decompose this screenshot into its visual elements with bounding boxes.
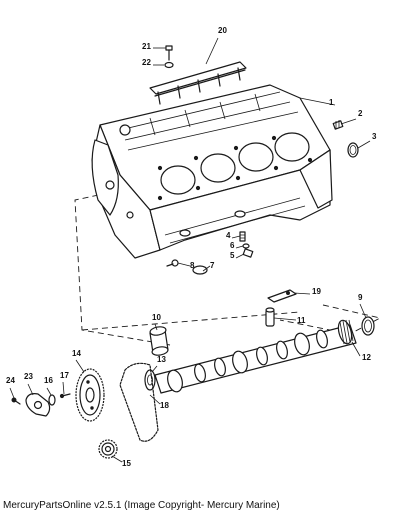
callout-11: 11 bbox=[297, 316, 306, 325]
seal-ring-9 bbox=[361, 316, 375, 336]
callout-2: 2 bbox=[358, 109, 363, 118]
lifter-11 bbox=[265, 307, 275, 327]
thrust-13 bbox=[144, 369, 156, 391]
image-caption: MercuryPartsOnline v2.5.1 (Image Copyrig… bbox=[3, 500, 280, 511]
callout-15: 15 bbox=[122, 459, 131, 468]
washer-22 bbox=[164, 61, 174, 69]
camshaft-12 bbox=[154, 319, 357, 394]
clamp-19 bbox=[267, 289, 297, 303]
callout-4: 4 bbox=[226, 231, 231, 240]
callout-14: 14 bbox=[72, 349, 81, 358]
pin-17 bbox=[59, 393, 71, 399]
callout-24: 24 bbox=[6, 376, 15, 385]
callout-1: 1 bbox=[329, 98, 334, 107]
callout-5: 5 bbox=[230, 251, 235, 260]
callout-6: 6 bbox=[230, 241, 235, 250]
callout-12: 12 bbox=[362, 353, 371, 362]
fitting-5 bbox=[242, 248, 254, 258]
callout-9: 9 bbox=[358, 293, 363, 302]
dowel-8 bbox=[166, 259, 179, 267]
washer-6 bbox=[242, 243, 250, 249]
callout-16: 16 bbox=[44, 376, 53, 385]
cam-bearing-10 bbox=[149, 326, 169, 356]
screw-24 bbox=[11, 397, 21, 405]
callout-22: 22 bbox=[142, 58, 151, 67]
callout-8: 8 bbox=[190, 261, 195, 270]
callout-7: 7 bbox=[210, 261, 215, 270]
thrust-plate-23 bbox=[25, 393, 51, 417]
callout-21: 21 bbox=[142, 42, 151, 51]
callout-19: 19 bbox=[312, 287, 321, 296]
crank-sprocket-15 bbox=[98, 439, 118, 459]
spacer-16 bbox=[48, 394, 56, 406]
callout-20: 20 bbox=[218, 26, 227, 35]
fitting-4 bbox=[239, 231, 246, 242]
callout-18: 18 bbox=[160, 401, 169, 410]
cup-plug-7 bbox=[192, 265, 208, 275]
callout-13: 13 bbox=[157, 355, 166, 364]
callout-10: 10 bbox=[152, 313, 161, 322]
leader-lines bbox=[9, 37, 371, 463]
timing-chain-18 bbox=[119, 362, 159, 442]
plug-2 bbox=[332, 120, 344, 130]
callout-23: 23 bbox=[24, 372, 33, 381]
lifter-retainer-20 bbox=[149, 61, 247, 105]
bolt-21 bbox=[165, 45, 173, 61]
callout-3: 3 bbox=[372, 132, 377, 141]
cam-sprocket-14 bbox=[75, 368, 105, 422]
engine-block bbox=[91, 84, 333, 259]
callout-17: 17 bbox=[60, 371, 69, 380]
